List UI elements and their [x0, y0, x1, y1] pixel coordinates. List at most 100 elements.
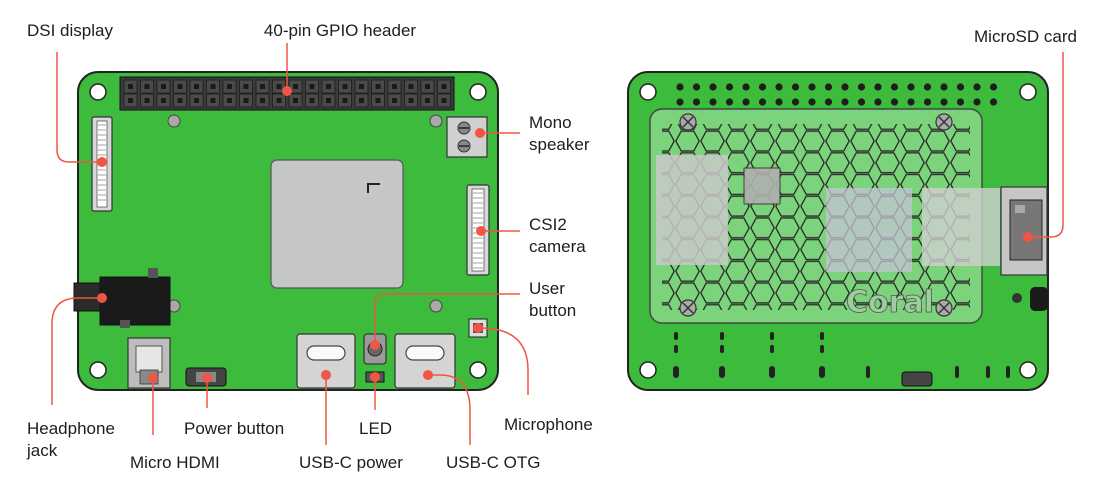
- protective-cover: Coral: [649, 108, 1000, 324]
- back-board: Coral: [627, 71, 1049, 391]
- cover-screw: [679, 113, 697, 131]
- pad: [820, 332, 824, 340]
- label-user-button-1: User: [529, 279, 565, 298]
- callout-dot-gpio: [282, 86, 292, 96]
- label-user-button-2: button: [529, 301, 577, 320]
- gpio-pin-core: [375, 84, 381, 89]
- callout-dot-microsd: [1023, 232, 1033, 242]
- through-hole: [775, 83, 783, 91]
- label-microsd-card: MicroSD card: [974, 27, 1077, 46]
- back-pads: [673, 332, 1010, 378]
- pad: [986, 366, 990, 378]
- callout-dot-dsi: [97, 157, 107, 167]
- callout-dot-led: [370, 372, 380, 382]
- through-hole: [956, 83, 965, 91]
- callout-dot-speaker: [475, 128, 485, 138]
- pad: [719, 366, 725, 378]
- mounting-hole: [89, 361, 107, 379]
- callout-line-usb-otg: [428, 374, 471, 445]
- front-board: [73, 71, 499, 391]
- gpio-pin-core: [441, 98, 447, 103]
- pad: [720, 332, 724, 340]
- through-hole: [808, 98, 816, 106]
- standoff: [429, 299, 443, 313]
- through-hole: [973, 98, 981, 106]
- microsd-slot: [1000, 186, 1048, 276]
- pad: [770, 332, 774, 340]
- som-shield: [270, 159, 404, 289]
- label-usb-c-power: USB-C power: [299, 453, 403, 472]
- gpio-pin-core: [194, 84, 199, 89]
- label-microphone: Microphone: [504, 415, 593, 434]
- speaker-terminal: [446, 116, 488, 158]
- label-usb-c-otg: USB-C OTG: [446, 453, 541, 472]
- gpio-pin-core: [359, 84, 364, 89]
- callout-line-headphone: [51, 297, 102, 405]
- through-hole: [742, 83, 750, 91]
- through-hole: [791, 83, 800, 91]
- gpio-pin-core: [375, 98, 381, 103]
- through-hole: [923, 98, 932, 106]
- callout-dot-power-button: [202, 373, 212, 383]
- back-small-component: [1012, 293, 1022, 303]
- through-hole: [676, 83, 684, 91]
- gpio-pin-core: [309, 98, 315, 103]
- through-hole: [791, 98, 800, 106]
- through-hole: [857, 98, 866, 106]
- mounting-hole: [89, 83, 107, 101]
- gpio-pin-core: [342, 84, 348, 89]
- gpio-pin-core: [293, 84, 298, 89]
- gpio-pin-core: [392, 84, 397, 89]
- through-hole: [940, 83, 948, 91]
- cover-screw: [679, 299, 697, 317]
- gpio-header: [119, 76, 455, 111]
- through-hole: [874, 83, 882, 91]
- through-hole: [890, 98, 899, 106]
- through-hole: [824, 83, 833, 91]
- callout-dot-microphone: [473, 323, 483, 333]
- pad: [820, 345, 824, 353]
- label-gpio-header: 40-pin GPIO header: [263, 21, 417, 40]
- gpio-pin-core: [177, 98, 183, 103]
- gpio-pin-core: [408, 98, 414, 103]
- pad: [674, 332, 678, 340]
- through-hole: [725, 83, 734, 91]
- label-mono-speaker-1: Mono: [529, 113, 572, 132]
- gpio-pin-core: [194, 98, 199, 103]
- gpio-pin-core: [425, 98, 430, 103]
- callout-dot-usb-otg: [423, 370, 433, 380]
- callout-line-microphone: [478, 327, 529, 395]
- gpio-pin-core: [342, 98, 348, 103]
- mounting-hole: [639, 83, 657, 101]
- gpio-pin-core: [161, 98, 166, 103]
- gpio-pin-core: [408, 84, 414, 89]
- gpio-pin-core: [260, 84, 265, 89]
- cover-screw: [935, 299, 953, 317]
- cover-screw: [935, 113, 953, 131]
- through-hole: [692, 98, 701, 106]
- usb-c-power-port: [296, 333, 356, 389]
- through-hole: [989, 98, 998, 106]
- through-hole: [956, 98, 965, 106]
- label-led: LED: [359, 419, 393, 438]
- through-hole: [907, 98, 915, 106]
- pad: [819, 366, 825, 378]
- through-hole: [725, 98, 734, 106]
- gpio-pin-core: [441, 84, 447, 89]
- pad: [866, 366, 870, 378]
- through-hole: [808, 83, 816, 91]
- through-hole: [692, 83, 701, 91]
- gpio-pin-core: [359, 98, 364, 103]
- through-hole: [890, 83, 899, 91]
- back-power-switch: [901, 371, 933, 387]
- usb-c-otg-port: [394, 333, 456, 389]
- through-hole: [989, 83, 998, 91]
- through-hole: [923, 83, 932, 91]
- gpio-pin-core: [210, 98, 216, 103]
- label-power-button: Power button: [184, 419, 285, 438]
- through-hole: [758, 83, 767, 91]
- gpio-pin-core: [243, 98, 249, 103]
- label-mono-speaker-2: speaker: [529, 135, 590, 154]
- gpio-pin-core: [243, 84, 249, 89]
